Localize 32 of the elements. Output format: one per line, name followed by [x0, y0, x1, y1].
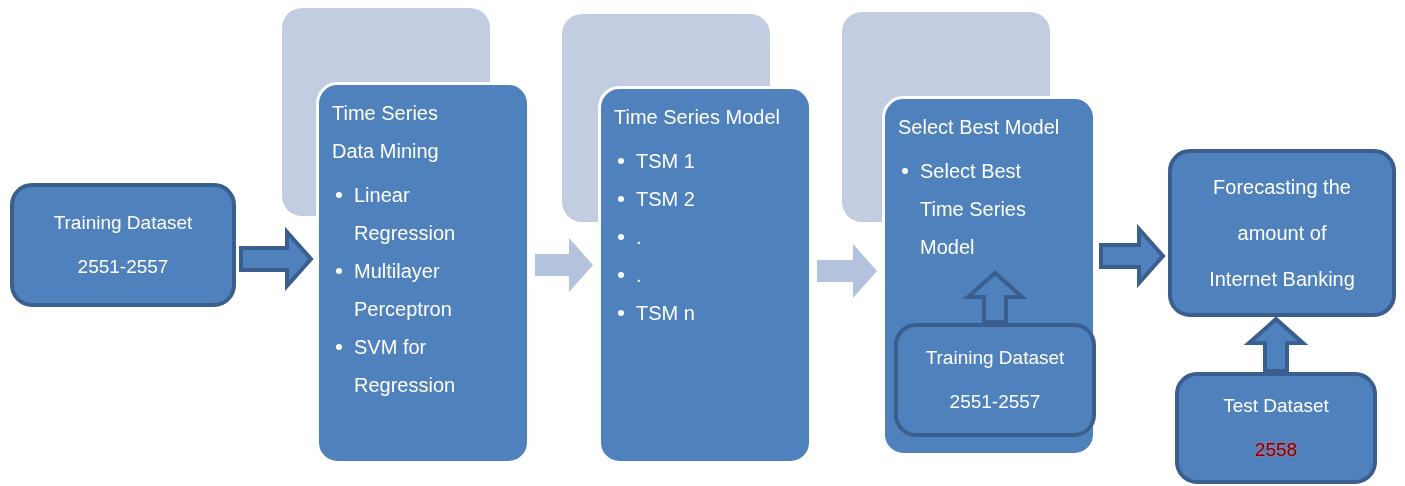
bullet-text: TSM n — [636, 301, 695, 326]
stacked-card — [842, 12, 1096, 456]
stacked-card — [562, 14, 812, 464]
rounded-box — [1168, 149, 1396, 317]
year-label: 2551-2557 — [77, 255, 169, 279]
rounded-box — [894, 323, 1096, 437]
box-label: Test Dataset — [1223, 394, 1329, 418]
block-arrow — [962, 270, 1028, 324]
box-label: Forecasting the amount of Internet Banking — [1208, 175, 1356, 292]
rounded-box — [10, 183, 236, 307]
bullet-text: . — [636, 225, 642, 250]
card-heading: Time Series Model — [614, 105, 780, 130]
block-arrow — [817, 244, 877, 298]
card-heading: Select Best Model — [898, 115, 1060, 140]
block-arrow — [1243, 316, 1309, 373]
rounded-box — [1175, 372, 1377, 484]
year-label: 2558 — [1254, 438, 1298, 462]
card-heading: Time Series Data Mining — [332, 101, 440, 164]
block-arrow — [1099, 223, 1166, 289]
bullet-text: Select Best Time Series Model — [920, 159, 1027, 260]
year-label: 2551-2557 — [949, 390, 1041, 414]
bullet-text: Linear Regression — [354, 183, 457, 246]
bullet-text: . — [636, 263, 642, 288]
bullet-text: TSM 1 — [636, 149, 695, 174]
bullet-text: TSM 2 — [636, 187, 695, 212]
block-arrow — [239, 226, 314, 292]
bullet-text: Multilayer Perceptron — [354, 259, 453, 322]
block-arrow — [535, 238, 593, 292]
stacked-card — [282, 8, 530, 464]
bullet-text: SVM for Regression — [354, 335, 457, 398]
box-label: Training Dataset — [925, 346, 1065, 370]
box-label: Training Dataset — [53, 211, 193, 235]
